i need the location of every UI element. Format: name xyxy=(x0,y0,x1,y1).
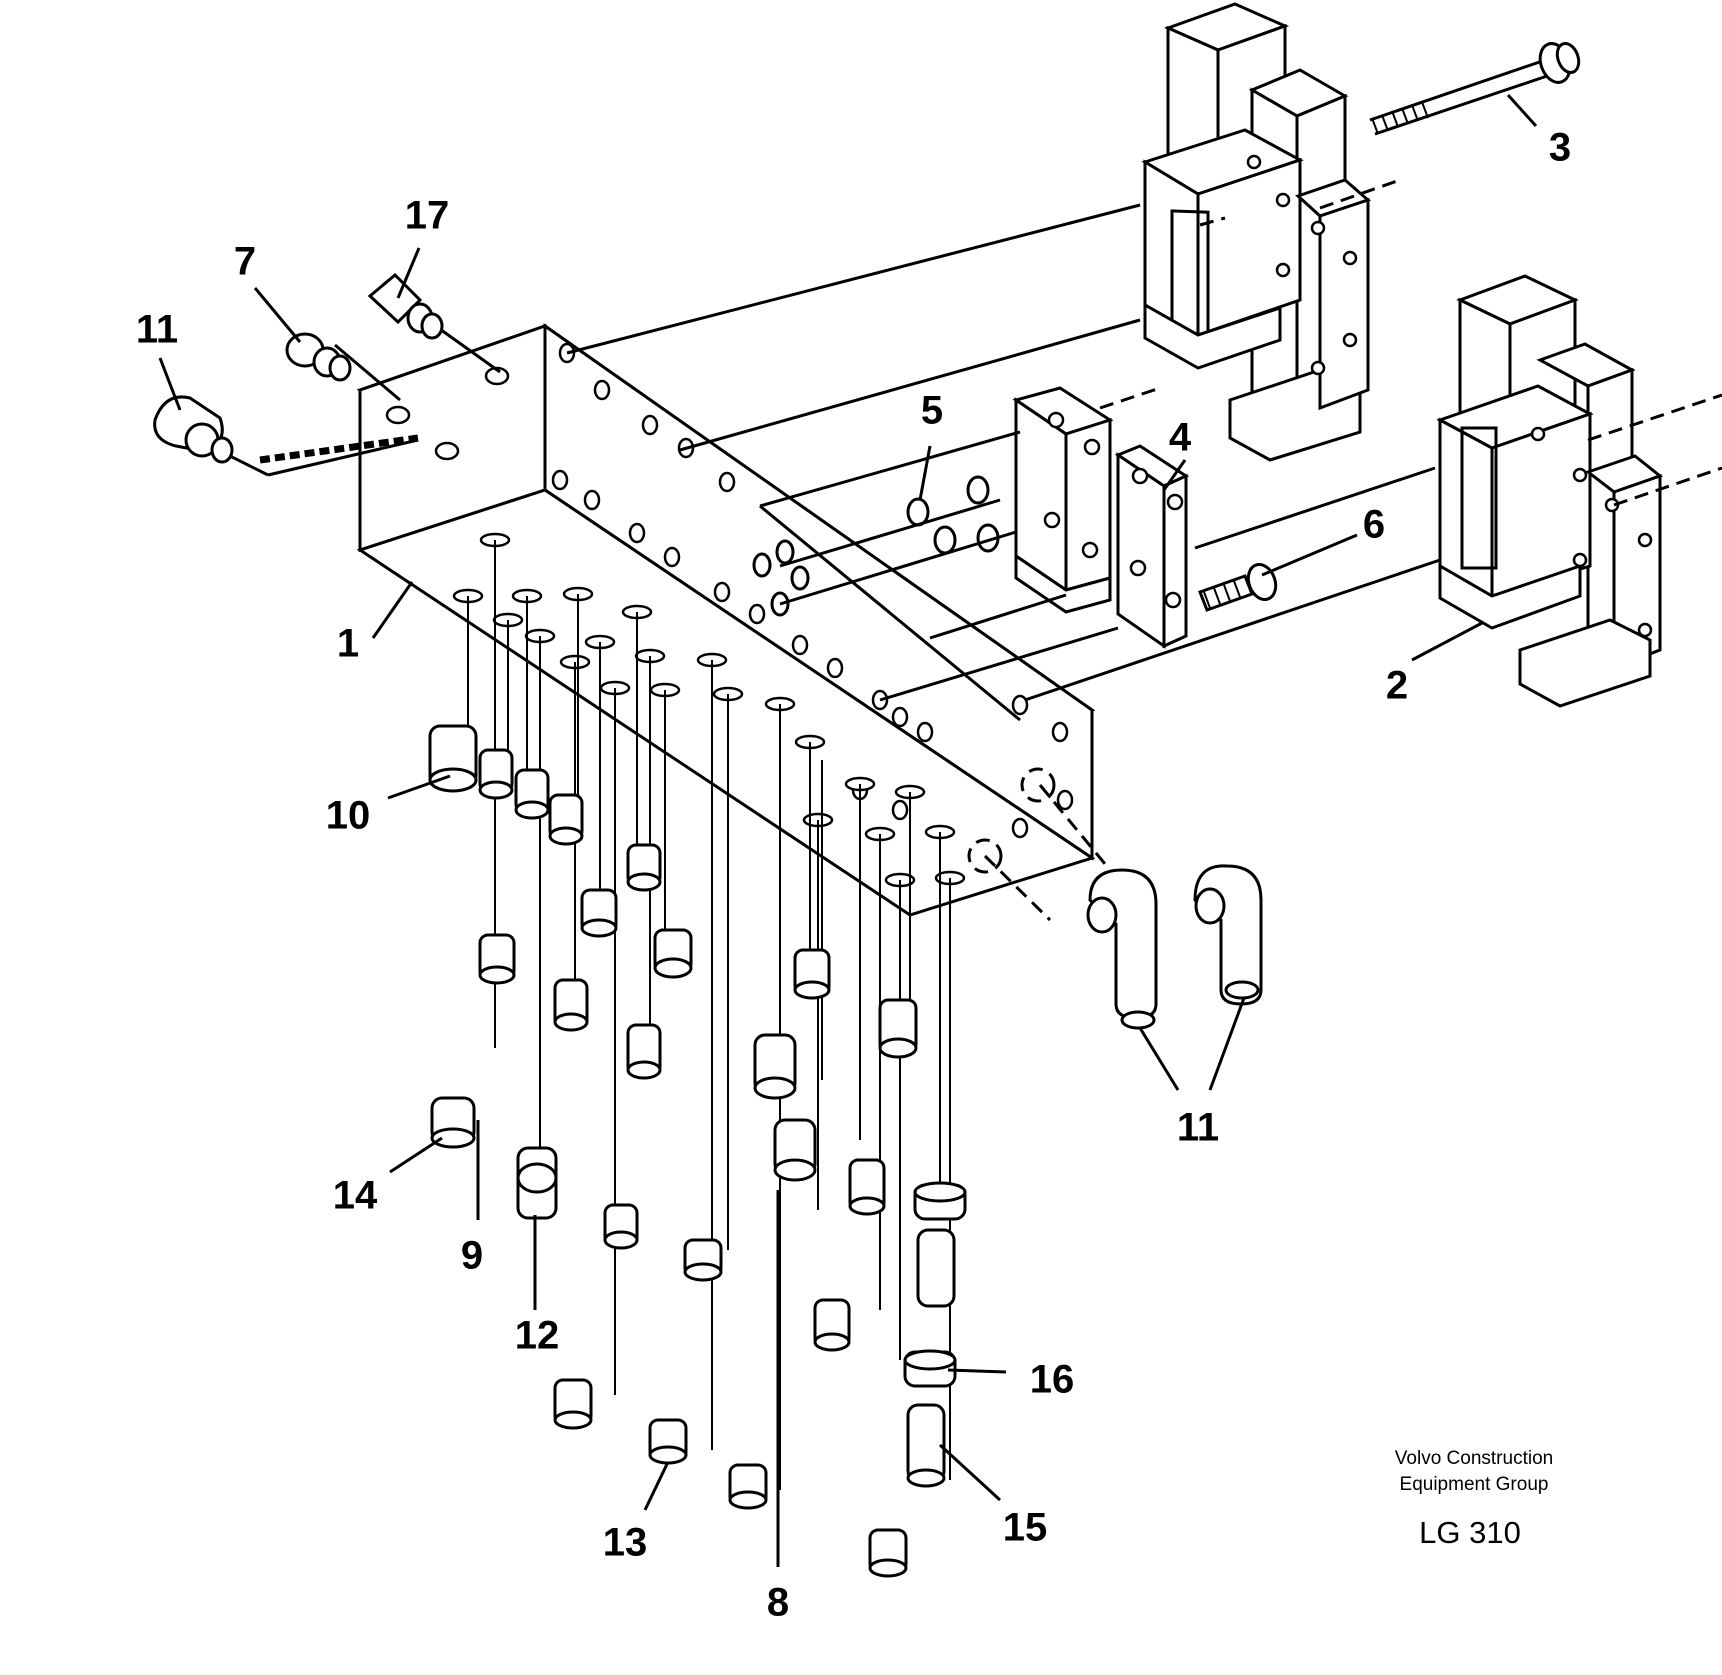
valve-assembly-2 xyxy=(1436,274,1664,708)
credit-line-2: Equipment Group xyxy=(1400,1474,1549,1495)
callout-14: 14 xyxy=(333,1174,378,1218)
plug xyxy=(773,1118,817,1182)
callout-9: 9 xyxy=(461,1234,483,1278)
callout-leaders xyxy=(158,93,1538,1567)
plug xyxy=(553,1378,593,1430)
fitting-12 xyxy=(516,1146,558,1220)
callout-11-right: 11 xyxy=(1177,1106,1219,1150)
plug xyxy=(478,748,514,800)
spring-plug-15 xyxy=(906,1403,946,1488)
callout-10: 10 xyxy=(326,794,371,838)
plug xyxy=(653,928,693,979)
drawing-code: LG 310 xyxy=(1419,1515,1521,1550)
elbow-fitting-11-right-b xyxy=(1193,864,1263,1006)
nut-16a xyxy=(913,1181,967,1221)
plug xyxy=(548,793,584,846)
callout-16: 16 xyxy=(1030,1358,1075,1402)
callout-1: 1 xyxy=(337,622,359,666)
plug xyxy=(626,843,662,892)
plug xyxy=(626,1023,662,1080)
fitting-10 xyxy=(428,724,478,793)
plug xyxy=(793,948,831,1000)
callout-15: 15 xyxy=(1003,1506,1048,1550)
callout-2: 2 xyxy=(1386,664,1408,708)
assembly-lines xyxy=(227,178,1722,922)
plug xyxy=(603,1203,639,1250)
plug xyxy=(878,998,918,1059)
plug-14 xyxy=(430,1096,476,1149)
plug xyxy=(514,768,550,820)
callout-4: 4 xyxy=(1169,416,1192,460)
plug xyxy=(580,888,618,938)
credit-block: Volvo Construction Equipment Group LG 31… xyxy=(1395,1448,1553,1550)
plug xyxy=(648,1418,688,1465)
callout-3: 3 xyxy=(1549,126,1571,170)
plug xyxy=(813,1298,851,1352)
fitting-17 xyxy=(367,272,444,340)
plug xyxy=(868,1528,908,1578)
callout-13: 13 xyxy=(603,1521,648,1565)
callout-labels: 1 2 3 4 5 6 7 8 9 10 11 11 12 13 14 15 1… xyxy=(136,126,1571,1625)
plug xyxy=(753,1033,797,1100)
cover-plates-4 xyxy=(1012,386,1190,649)
plug xyxy=(728,1463,768,1510)
plug xyxy=(478,933,516,985)
callout-12: 12 xyxy=(515,1314,560,1358)
credit-line-1: Volvo Construction xyxy=(1395,1448,1553,1469)
elbow-fitting-11-right-a xyxy=(1086,868,1158,1030)
plug xyxy=(553,978,589,1032)
elbow-fitting-11-left xyxy=(153,395,234,464)
callout-8: 8 xyxy=(767,1581,789,1625)
spring-plug-a xyxy=(916,1228,956,1308)
o-rings-5 xyxy=(752,475,1000,617)
callout-11-left: 11 xyxy=(136,308,178,352)
block-front-holes xyxy=(551,342,1074,839)
callout-17: 17 xyxy=(405,194,450,238)
fitting-7 xyxy=(285,332,352,382)
socket-head-bolt-6 xyxy=(1198,563,1278,612)
plug xyxy=(848,1158,886,1216)
valve-assembly-upper xyxy=(1141,2,1371,462)
plugs xyxy=(428,724,967,1578)
callout-7: 7 xyxy=(234,240,256,284)
callout-6: 6 xyxy=(1363,503,1385,547)
plug xyxy=(683,1238,723,1282)
socket-head-bolt-3 xyxy=(1369,41,1581,136)
callout-5: 5 xyxy=(921,389,943,433)
bolt-thread xyxy=(1371,101,1429,135)
nut-16 xyxy=(903,1349,957,1388)
